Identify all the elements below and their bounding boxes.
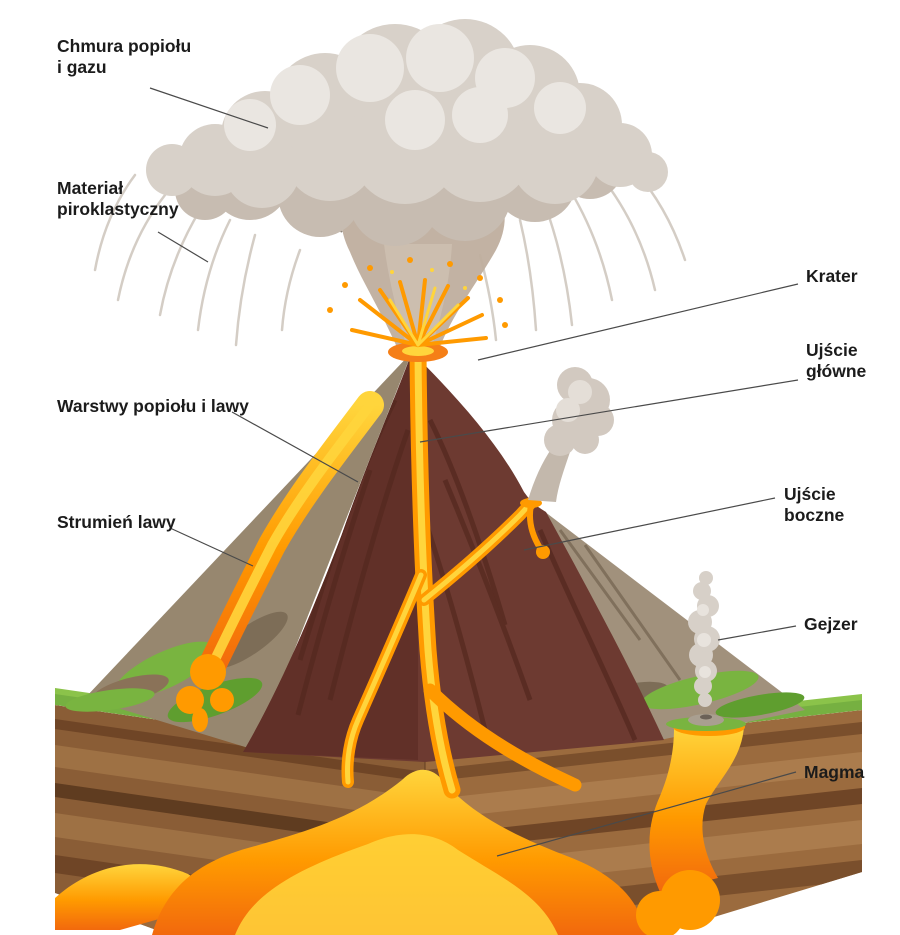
volcano-cone xyxy=(243,352,664,762)
label-ash-gas-cloud: Chmura popiołu i gazu xyxy=(57,36,192,78)
label-side-vent: Ujście boczne xyxy=(784,484,845,526)
label-crater: Krater xyxy=(806,266,858,286)
leader-line-magma xyxy=(496,771,797,857)
leader-line-main-vent xyxy=(419,379,799,443)
leader-line-ash-lava-layers xyxy=(231,411,359,483)
label-ash-lava-layers: Warstwy popiołu i lawy xyxy=(57,396,249,416)
label-geyser: Gejzer xyxy=(804,614,858,634)
label-main-vent: Ujście główne xyxy=(806,340,867,382)
lava-stream xyxy=(176,391,384,732)
leader-line-side-vent xyxy=(523,497,776,551)
leader-line-lava-stream xyxy=(169,527,254,567)
main-conduit xyxy=(341,343,582,799)
geyser-conduit xyxy=(636,718,745,935)
geyser xyxy=(666,571,746,731)
label-magma: Magma xyxy=(804,762,865,782)
leader-line-ash-gas-cloud xyxy=(149,87,269,129)
leader-line-crater xyxy=(477,283,799,361)
ash-cloud xyxy=(146,19,668,246)
crater-eruption xyxy=(327,257,508,362)
leader-line-pyroclastic-material xyxy=(157,231,209,263)
magma-chamber xyxy=(55,769,646,935)
leader-line-geyser xyxy=(717,625,797,641)
leader-lines xyxy=(149,87,799,857)
outer-slope-right xyxy=(536,505,805,740)
label-pyroclastic-material: Materiał piroklastyczny xyxy=(57,178,179,220)
side-vent-smoke xyxy=(528,367,614,502)
label-lava-stream: Strumień lawy xyxy=(57,512,176,532)
